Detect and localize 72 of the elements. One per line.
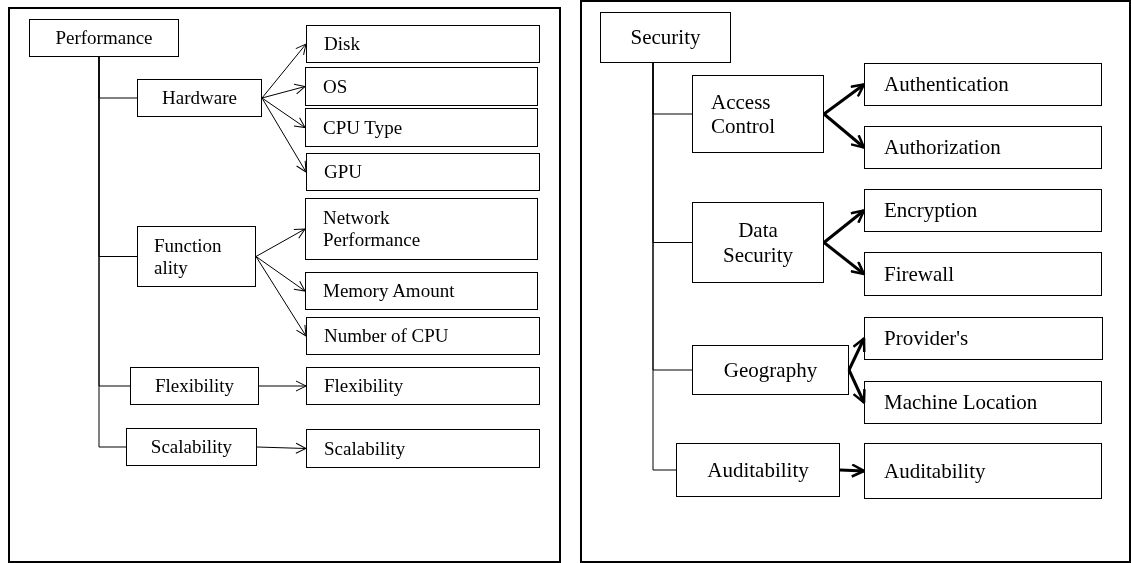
node-label: Disk xyxy=(324,33,360,55)
node-label: Auditability xyxy=(884,458,986,484)
arrow xyxy=(261,97,306,128)
arrow xyxy=(823,209,866,244)
arrow xyxy=(261,83,306,99)
arrow xyxy=(823,112,866,149)
node-label: Authorization xyxy=(884,135,1001,160)
node-label: GPU xyxy=(324,161,362,183)
node-label: Geography xyxy=(723,357,818,383)
node-label: Network Performance xyxy=(323,207,422,251)
tree-box xyxy=(306,153,540,191)
arrow xyxy=(823,241,866,276)
node-label: Encryption xyxy=(884,198,978,223)
node-label: Firewall xyxy=(884,261,954,287)
node-label: OS xyxy=(323,75,348,98)
tree-box xyxy=(692,75,824,153)
arrow xyxy=(258,380,307,392)
tree-box xyxy=(692,202,824,283)
tree-box xyxy=(864,381,1102,424)
node-label: Memory Amount xyxy=(323,280,455,302)
arrow xyxy=(255,256,307,337)
connector-line xyxy=(98,56,127,448)
arrow xyxy=(256,442,307,454)
arrow xyxy=(847,337,866,371)
tree-box xyxy=(306,367,540,405)
node-label: Flexibility xyxy=(324,375,404,397)
arrow xyxy=(823,83,866,116)
arrow xyxy=(847,369,866,404)
arrow xyxy=(255,256,306,292)
tree-box xyxy=(306,317,540,355)
node-label: Data Security xyxy=(722,218,794,267)
node-label: Function ality xyxy=(154,234,223,279)
node-label: Auditability xyxy=(707,457,809,483)
tree-box xyxy=(305,108,538,147)
node-label: Security xyxy=(630,25,701,50)
tree-box xyxy=(864,252,1102,296)
tree-box xyxy=(130,367,259,405)
tree-box xyxy=(137,79,262,117)
tree-box xyxy=(305,272,538,310)
tree-box xyxy=(692,345,849,395)
node-label: Provider's xyxy=(884,326,969,351)
arrow xyxy=(261,97,307,173)
connector-line xyxy=(652,62,677,471)
tree-box xyxy=(305,198,538,260)
tree-box xyxy=(306,25,540,63)
panel-frame xyxy=(8,7,561,563)
tree-box xyxy=(864,63,1102,106)
tree-box xyxy=(676,443,840,497)
tree-box xyxy=(864,189,1102,232)
arrow xyxy=(839,463,866,478)
tree-box xyxy=(864,317,1103,360)
arrow xyxy=(261,43,307,99)
node-label: Scalability xyxy=(324,437,406,460)
node-label: Flexibility xyxy=(154,375,235,397)
node-label: Access Control xyxy=(711,89,777,139)
panel-frame xyxy=(580,0,1131,563)
tree-box xyxy=(29,19,179,57)
arrow xyxy=(255,228,306,257)
tree-box xyxy=(864,126,1102,169)
node-label: Scalability xyxy=(150,436,233,458)
tree-box xyxy=(600,12,731,63)
node-label: Performance xyxy=(55,27,153,49)
tree-box xyxy=(864,443,1102,499)
node-label: Hardware xyxy=(162,87,237,109)
node-label: Authentication xyxy=(884,72,1009,97)
tree-box xyxy=(137,226,256,287)
tree-box xyxy=(126,428,257,466)
node-label: Machine Location xyxy=(884,390,1038,415)
tree-box xyxy=(306,429,540,468)
node-label: CPU Type xyxy=(323,116,403,139)
tree-box xyxy=(305,67,538,106)
node-label: Number of CPU xyxy=(324,325,449,347)
